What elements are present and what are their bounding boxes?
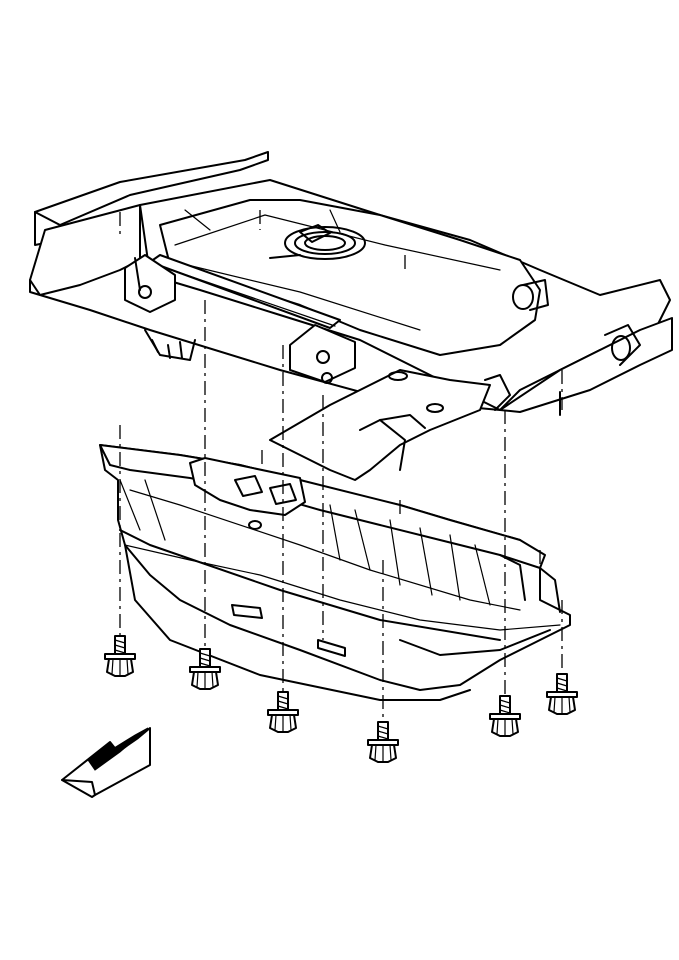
shield-bolt [367, 721, 399, 763]
alignment-centerlines [119, 210, 563, 725]
shield-bolt [489, 695, 521, 737]
fuel-tank [124, 199, 549, 384]
shield-bolt [189, 648, 221, 690]
shield-bolt [104, 635, 136, 677]
shield-bolts [104, 635, 578, 763]
fuel-tank-shield [99, 444, 571, 701]
front-of-vehicle-arrow [61, 727, 151, 798]
shield-bolt [267, 691, 299, 733]
shield-bolt [546, 673, 578, 715]
